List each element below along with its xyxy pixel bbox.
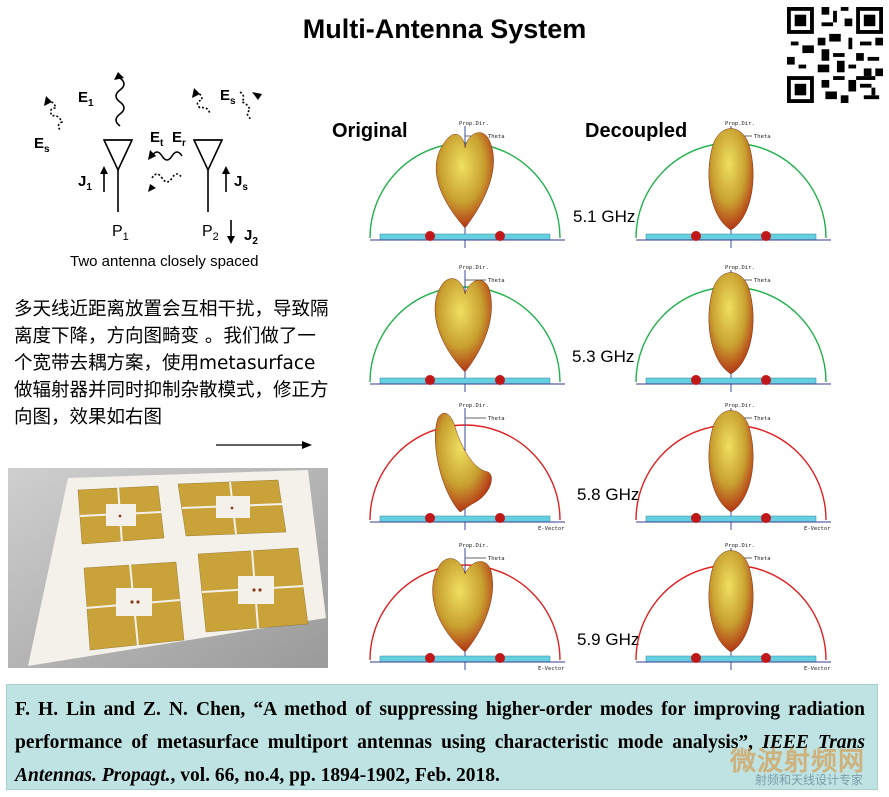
prop-dir-label: Prop.Dir. [459, 543, 489, 549]
e-vector-label: E-Vector [804, 526, 831, 532]
frequency-label: 5.3 GHz [572, 347, 635, 366]
pattern-original-1: Prop.Dir. Theta [369, 265, 565, 392]
label-es-left: Es [34, 135, 50, 155]
two-antenna-diagram: E1 Es Es Et Er J1 Js J2 P1 P2 [34, 72, 262, 247]
label-js: Js [234, 173, 248, 193]
label-p1: P1 [112, 223, 129, 243]
right-arrow-icon [216, 441, 312, 449]
e-vector-label: E-Vector [538, 666, 565, 672]
reference-details: , vol. 66, no.4, pp. 1894-1902, Feb. 201… [170, 765, 500, 786]
label-et: Et [150, 129, 164, 149]
theta-label: Theta [754, 134, 771, 140]
prop-dir-label: Prop.Dir. [459, 265, 489, 271]
label-p2: P2 [202, 223, 219, 243]
reference-box: F. H. Lin and Z. N. Chen, “A method of s… [6, 684, 878, 790]
reference-authors: F. H. Lin and Z. N. Chen, “A method of s… [15, 699, 865, 753]
qr-code-icon [787, 7, 883, 103]
label-j1: J1 [78, 173, 92, 193]
prop-dir-label: Prop.Dir. [725, 265, 755, 271]
theta-label: Theta [754, 556, 771, 562]
e-vector-label: E-Vector [538, 526, 565, 532]
watermark-main: 微波射频网 [729, 747, 865, 777]
column-header-original: Original [332, 120, 408, 142]
label-er: Er [172, 129, 186, 149]
diagram-caption: Two antenna closely spaced [70, 253, 259, 270]
description-text: 多天线近距离放置会互相干扰，导致隔离度下降，方向图畸变 。我们做了一个宽带去耦方… [14, 299, 329, 428]
theta-label: Theta [754, 278, 771, 284]
pattern-original-0: Prop.Dir. Theta [369, 121, 565, 248]
theta-label: Theta [488, 416, 505, 422]
watermark-sub: 射频和天线设计专家 [754, 773, 863, 787]
prop-dir-label: Prop.Dir. [725, 543, 755, 549]
column-header-decoupled: Decoupled [585, 120, 688, 142]
theta-label: Theta [488, 278, 505, 284]
reference-journal: IEEE Trans Antennas. Propagt. [15, 732, 865, 786]
e-vector-label: E-Vector [804, 666, 831, 672]
prop-dir-label: Prop.Dir. [459, 121, 489, 127]
metasurface-antenna-photo [8, 468, 328, 668]
frequency-label: 5.9 GHz [577, 630, 640, 649]
pattern-decoupled-0: Prop.Dir. Theta [635, 121, 831, 248]
prop-dir-label: Prop.Dir. [725, 121, 755, 127]
prop-dir-label: Prop.Dir. [725, 403, 755, 409]
theta-label: Theta [488, 134, 505, 140]
page-title: Multi-Antenna System [302, 14, 587, 44]
label-j2: J2 [244, 227, 258, 247]
label-e1: E1 [78, 89, 94, 109]
theta-label: Theta [488, 556, 505, 562]
prop-dir-label: Prop.Dir. [459, 403, 489, 409]
reference-citation: F. H. Lin and Z. N. Chen, “A method of s… [15, 693, 865, 792]
frequency-label: 5.1 GHz [573, 207, 636, 226]
frequency-label: 5.8 GHz [577, 485, 640, 504]
pattern-decoupled-1: Prop.Dir. Theta [635, 265, 831, 392]
label-es-right: Es [220, 87, 236, 107]
theta-label: Theta [754, 416, 771, 422]
